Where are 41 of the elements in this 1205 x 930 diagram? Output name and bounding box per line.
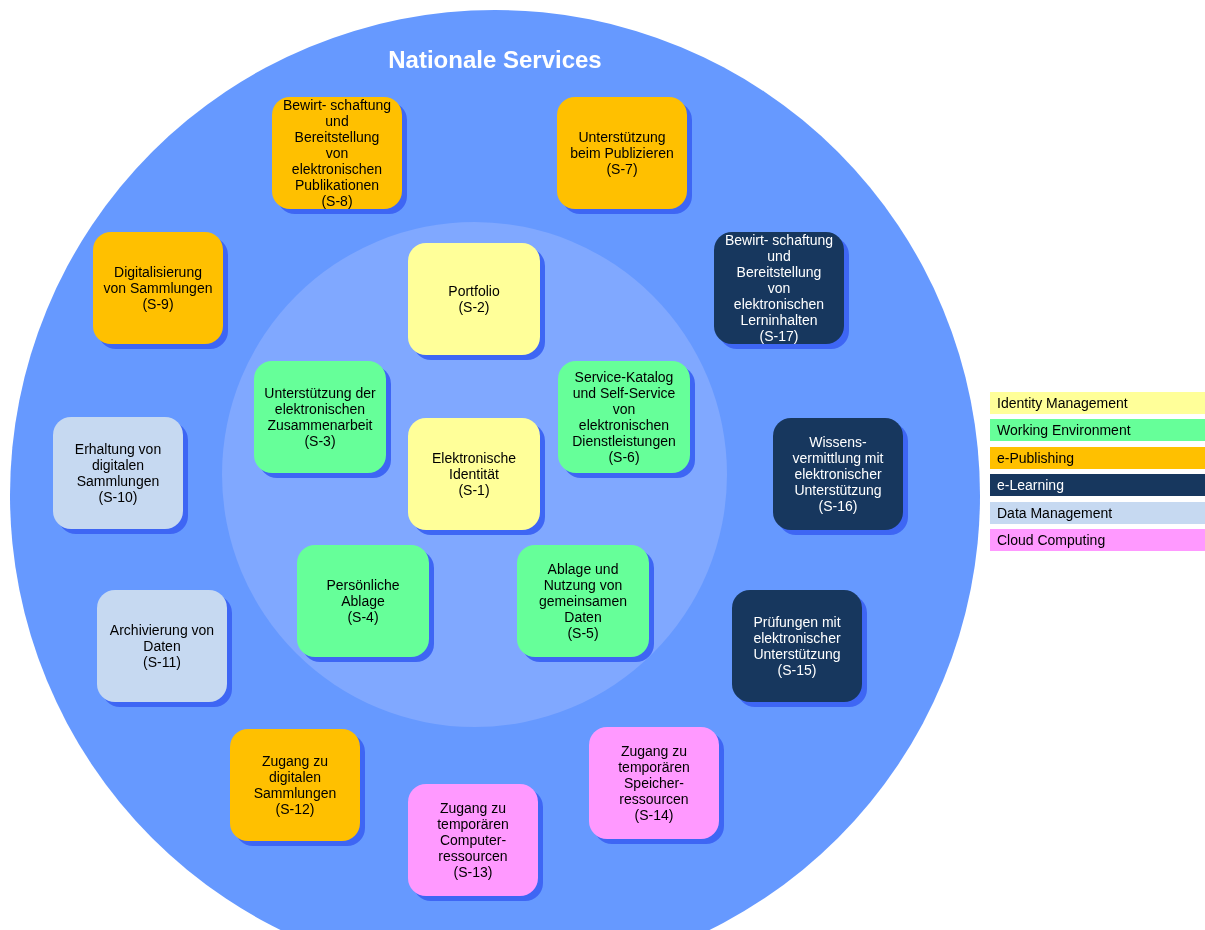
service-label: Service-Katalog und Self-Service von elektronischen Dienstleistungen xyxy=(571,369,677,449)
service-label: Erhaltung von digitalen Sammlungen xyxy=(73,441,163,489)
service-label: (S-9) xyxy=(141,296,175,312)
service-label: (S-13) xyxy=(452,864,494,880)
service-label: (S-16) xyxy=(817,498,859,514)
legend-label: e-Publishing xyxy=(997,448,1075,468)
service-label: Wissens- vermittlung mit elektronischer Unterstützung xyxy=(791,434,885,498)
service-label: (S-10) xyxy=(97,489,139,505)
service-label: (S-15) xyxy=(776,662,818,678)
service-label: Portfolio xyxy=(448,283,500,299)
service-label: (S-7) xyxy=(605,161,639,177)
service-label: (S-17) xyxy=(758,328,800,344)
service-label: (S-2) xyxy=(457,299,491,315)
circle-heading: Nationale Services xyxy=(388,46,602,74)
legend-label: Identity Management xyxy=(997,394,1128,413)
service-label: Unterstützung der elektronischen Zusammenarbeit xyxy=(264,385,376,433)
service-label: Digitalisierung von Sammlungen xyxy=(103,264,213,296)
service-label: Persönliche Ablage xyxy=(325,577,401,609)
service-label: (S-4) xyxy=(346,609,380,625)
service-label: Ablage und Nutzung von gemeinsamen Daten xyxy=(538,561,628,625)
service-label: Bewirt- schaftung und Bereitstellung von elektronischen Lerninhalten xyxy=(724,232,834,328)
service-label: (S-12) xyxy=(274,801,316,817)
service-label: (S-3) xyxy=(303,433,337,449)
service-label: (S-11) xyxy=(142,654,182,670)
service-label: (S-5) xyxy=(566,625,600,641)
service-label: (S-14) xyxy=(633,807,675,823)
service-label: (S-8) xyxy=(320,193,354,209)
legend-label: Cloud Computing xyxy=(997,531,1106,550)
service-label: Zugang zu digitalen Sammlungen xyxy=(252,753,338,801)
service-label: (S-1) xyxy=(457,482,491,498)
legend-label: Working Environment xyxy=(997,421,1131,441)
service-label: Archivierung von Daten xyxy=(108,622,216,654)
service-label: (S-6) xyxy=(607,449,641,465)
service-label: Zugang zu temporären Speicher- ressourcen xyxy=(617,743,691,807)
legend-label: Data Management xyxy=(997,503,1113,523)
service-label: Prüfungen mit elektronischer Unterstützung xyxy=(752,614,842,662)
service-label: Unterstützung beim Publizieren xyxy=(569,129,675,161)
service-label: Elektronische Identität xyxy=(430,450,517,482)
service-label: Bewirt- schaftung und Bereitstellung von elektronischen Publikationen xyxy=(282,97,392,193)
legend-label: e-Learning xyxy=(997,476,1064,496)
service-label: Zugang zu temporären Computer- ressourcen xyxy=(436,800,510,864)
